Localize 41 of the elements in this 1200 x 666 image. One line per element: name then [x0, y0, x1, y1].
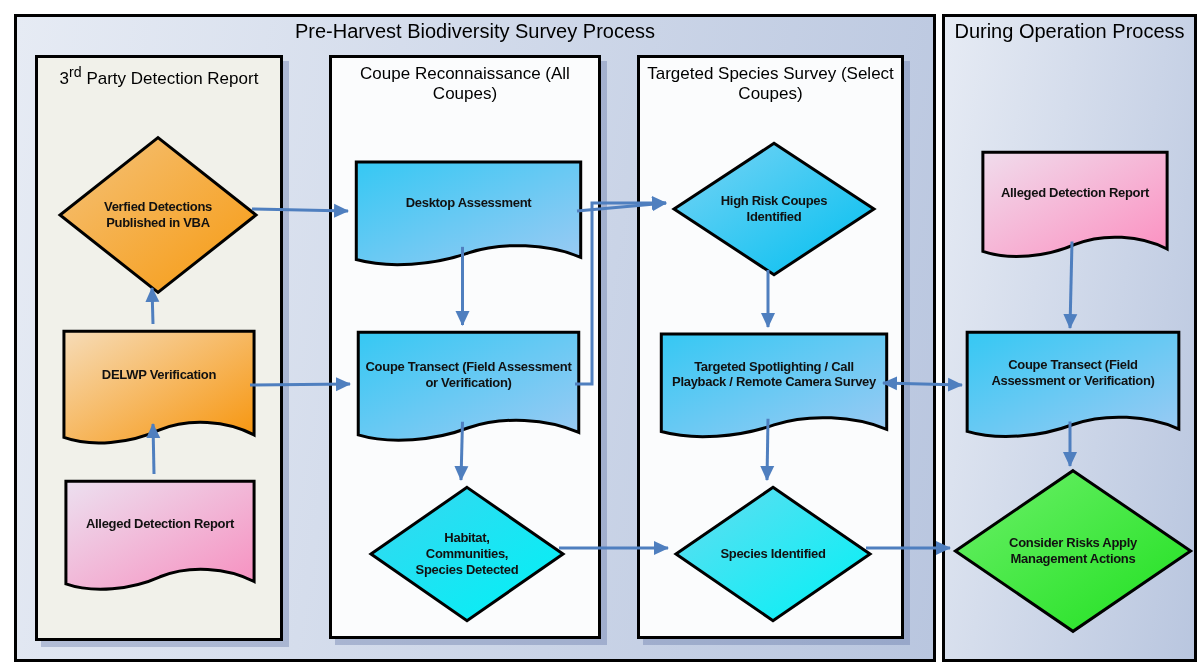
arrow — [251, 203, 349, 218]
node-label: Verfied Detections Published in VBA — [103, 199, 213, 231]
node-label: Habitat, Communities, Species Detected — [414, 530, 520, 578]
node-label: Species Identified — [720, 546, 826, 562]
node-label: Coupe Transect (Field Assessment or Verification) — [990, 357, 1156, 390]
node-label: Consider Risks Apply Management Actions — [1008, 535, 1138, 567]
lane-heading: 3$^{rd}$ Party Detection Report — [58, 64, 260, 90]
swimlane — [329, 55, 601, 639]
arrow — [575, 196, 667, 386]
arrow — [882, 376, 963, 392]
node-label: Alleged Detection Report — [1000, 185, 1150, 202]
arrow — [455, 246, 470, 326]
arrow — [146, 423, 161, 475]
lane-heading: Coupe Reconnaissance (All Coupes) — [359, 64, 571, 105]
arrow — [1063, 241, 1078, 329]
swimlane — [637, 55, 904, 639]
arrow — [1063, 421, 1077, 467]
node-label: Alleged Detection Report — [85, 515, 235, 532]
arrow — [866, 541, 951, 555]
arrow — [761, 270, 775, 328]
arrow — [250, 377, 351, 392]
node-label: DELWP Verification — [101, 367, 217, 384]
arrow — [559, 541, 669, 555]
arrow — [454, 421, 469, 481]
node-label: Targeted Spotlighting / Call Playback / Remote Camera Survey — [671, 358, 877, 391]
panel-heading: Pre-Harvest Biodiversity Survey Process — [293, 19, 657, 43]
decision-diamond — [58, 136, 258, 294]
decision-diamond — [953, 469, 1193, 633]
decision-diamond — [672, 142, 876, 276]
decision-diamond — [674, 486, 872, 622]
process-panel — [942, 14, 1197, 662]
process-panel — [14, 14, 936, 662]
swimlane — [35, 55, 283, 641]
node-label: High Risk Coupes Identified — [719, 193, 829, 225]
arrow — [145, 287, 160, 325]
lane-heading: Targeted Species Survey (Select Coupes) — [646, 64, 895, 105]
node-label: Desktop Assessment — [405, 194, 532, 211]
panel-heading: During Operation Process — [953, 19, 1186, 43]
decision-diamond — [369, 486, 565, 622]
node-label: Coupe Transect (Field Assessment or Verification) — [365, 358, 572, 391]
arrow — [760, 418, 775, 481]
